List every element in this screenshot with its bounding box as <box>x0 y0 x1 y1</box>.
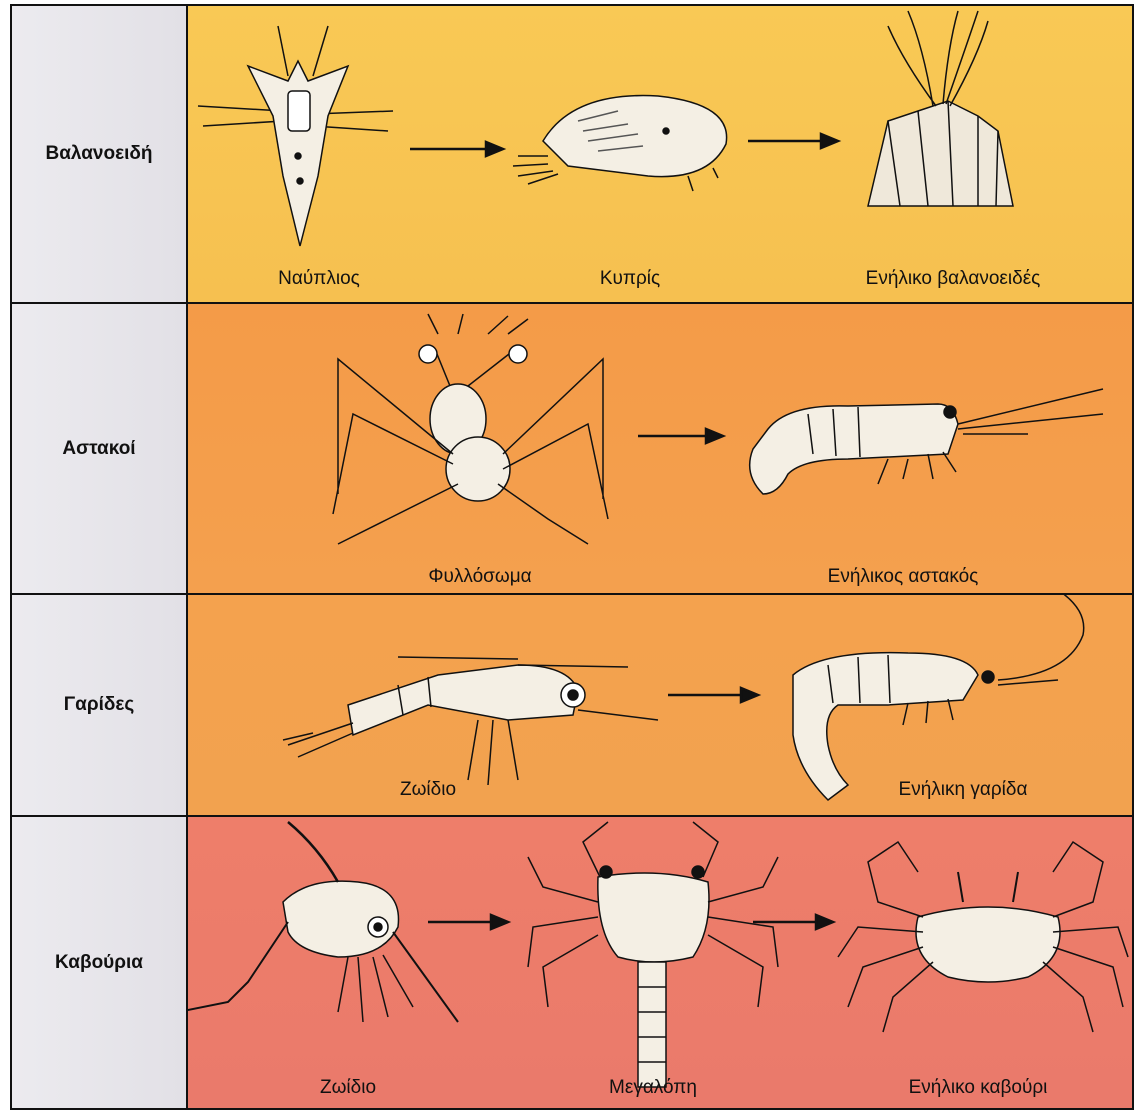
life-cycle-figure: Βαλανοειδή <box>10 4 1134 1110</box>
shrimp-zoea-drawing <box>283 657 658 785</box>
row-crabs: Καβούρια <box>12 817 1132 1108</box>
row-barnacles: Βαλανοειδή <box>12 6 1132 302</box>
group-label: Αστακοί <box>62 438 135 460</box>
panel-barnacles: Ναύπλιος Κυπρίς Ενήλικο βαλανοειδές <box>188 6 1132 302</box>
group-label-cell: Καβούρια <box>12 817 186 1108</box>
group-label: Γαρίδες <box>64 694 135 716</box>
stage-label: Ναύπλιος <box>278 268 360 290</box>
nauplius-drawing <box>198 26 393 246</box>
stage-label: Μεγαλόπη <box>609 1077 697 1099</box>
stage-label: Ζωίδιο <box>320 1077 376 1099</box>
arrow-icon <box>638 429 723 443</box>
stage-label: Ενήλικος αστακός <box>828 566 979 588</box>
arrow-icon <box>748 134 838 148</box>
barnacle-illustrations <box>188 6 1132 302</box>
phyllosoma-drawing <box>333 314 608 544</box>
stage-label: Ενήλικη γαρίδα <box>899 779 1028 801</box>
megalopa-drawing <box>528 822 778 1087</box>
arrow-icon <box>668 688 758 702</box>
stage-label: Ζωίδιο <box>400 779 456 801</box>
group-label-cell: Γαρίδες <box>12 595 186 815</box>
row-shrimps: Γαρίδες <box>12 595 1132 815</box>
panel-shrimps: Ζωίδιο Ενήλικη γαρίδα <box>188 595 1132 815</box>
group-label-cell: Βαλανοειδή <box>12 6 186 302</box>
crab-illustrations <box>188 817 1132 1108</box>
group-label: Βαλανοειδή <box>45 143 152 165</box>
stage-label: Φυλλόσωμα <box>428 566 531 588</box>
crab-zoea-drawing <box>188 822 458 1022</box>
row-lobsters: Αστακοί <box>12 304 1132 593</box>
stage-label: Ενήλικο καβούρι <box>909 1077 1048 1099</box>
adult-barnacle-drawing <box>868 11 1013 206</box>
panel-lobsters: Φυλλόσωμα Ενήλικος αστακός <box>188 304 1132 593</box>
arrow-icon <box>753 915 833 929</box>
group-label-cell: Αστακοί <box>12 304 186 593</box>
arrow-icon <box>428 915 508 929</box>
panel-crabs: Ζωίδιο Μεγαλόπη Ενήλικο καβούρι <box>188 817 1132 1108</box>
arrow-icon <box>410 142 503 156</box>
group-label: Καβούρια <box>55 952 143 974</box>
lobster-illustrations <box>188 304 1132 593</box>
stage-label: Ενήλικο βαλανοειδές <box>866 268 1041 290</box>
adult-shrimp-drawing <box>793 595 1084 800</box>
adult-lobster-drawing <box>750 389 1103 494</box>
stage-label: Κυπρίς <box>600 268 660 290</box>
cypris-drawing <box>513 96 727 191</box>
adult-crab-drawing <box>838 842 1128 1032</box>
